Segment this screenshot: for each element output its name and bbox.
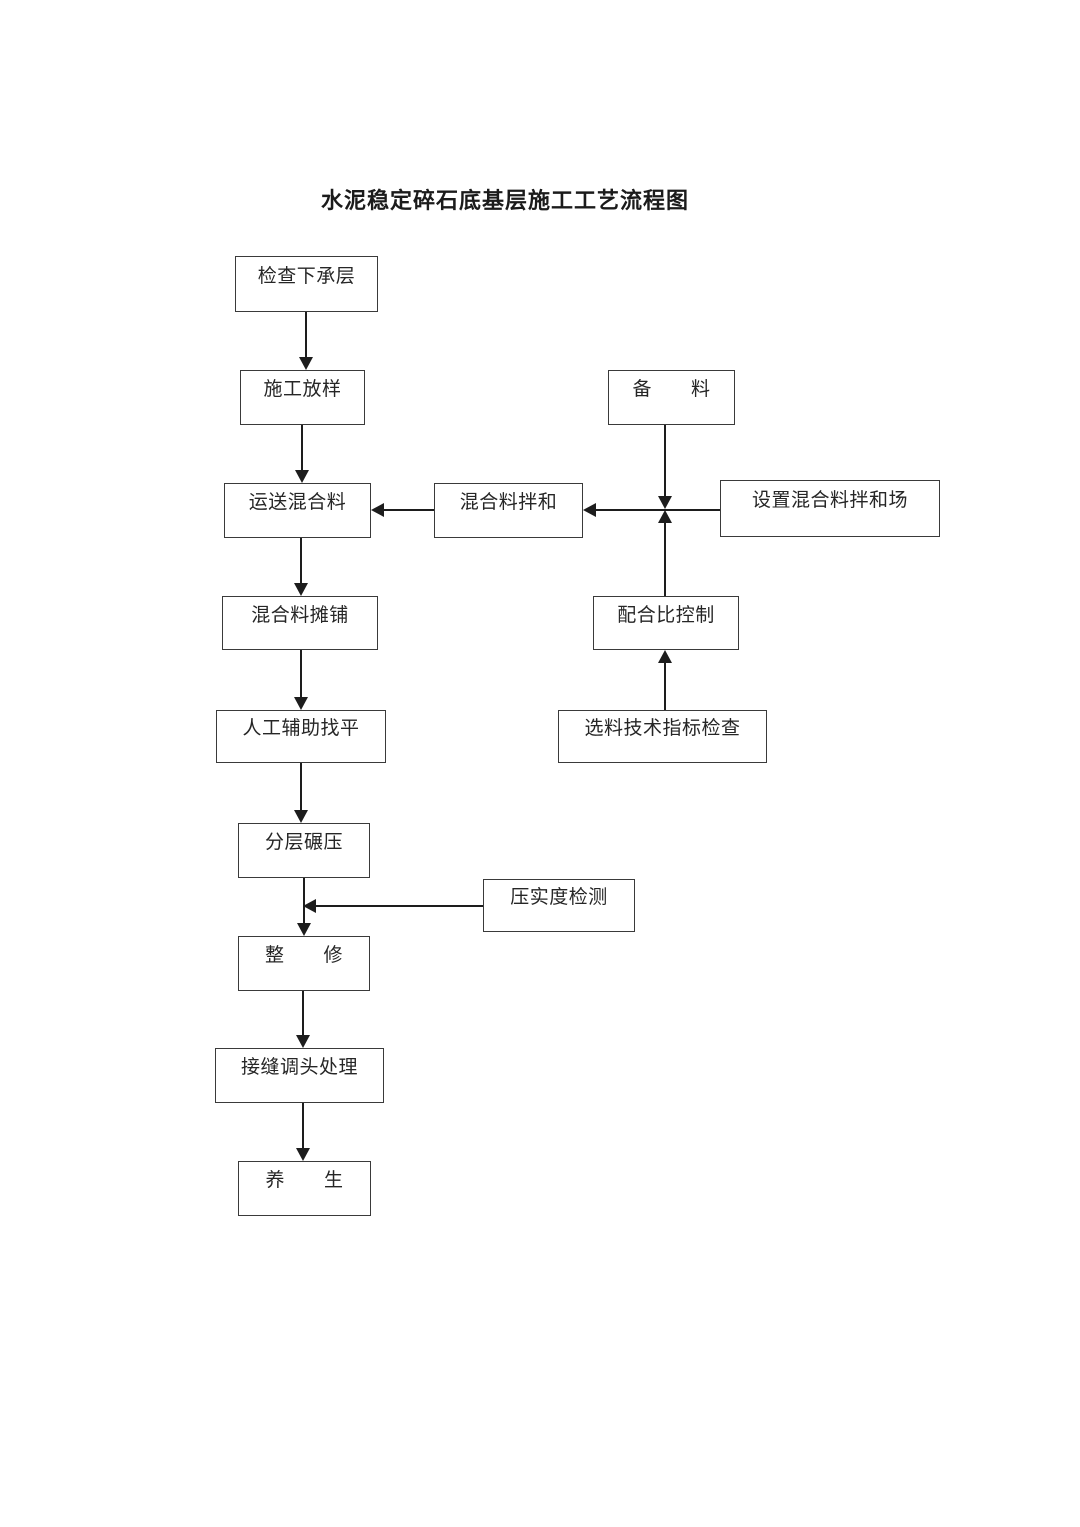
arrowhead-n4-n5 [294, 697, 308, 710]
node-mixture-paving[interactable]: 混合料摊铺 [222, 596, 378, 650]
node-label: 运送混合料 [248, 492, 347, 514]
page-title: 水泥稳定碎石底基层施工工艺流程图 [320, 188, 689, 213]
node-mix-ratio-control[interactable]: 配合比控制 [593, 596, 739, 650]
arrowhead-n15-main [303, 899, 316, 913]
connector-n2-n3 [301, 425, 303, 470]
connector-n14-n13 [664, 663, 666, 710]
node-trimming[interactable]: 整 修 [238, 936, 370, 991]
node-label: 接缝调头处理 [240, 1057, 358, 1079]
connector-n3-n4 [300, 538, 302, 583]
connector-n8-n9 [302, 1103, 304, 1148]
node-label: 施工放样 [263, 379, 342, 401]
node-transport-mixture[interactable]: 运送混合料 [224, 483, 371, 538]
arrowhead-n12-n11 [583, 503, 596, 517]
arrowhead-n3-n4 [294, 583, 308, 596]
node-mixture-mixing[interactable]: 混合料拌和 [434, 483, 583, 538]
arrowhead-n8-n9 [296, 1148, 310, 1161]
connector-n11-n3 [384, 509, 434, 511]
arrowhead-n5-n6 [294, 810, 308, 823]
node-label: 整 修 [264, 945, 343, 967]
node-label: 人工辅助找平 [242, 718, 360, 740]
arrowhead-n11-n3 [371, 503, 384, 517]
node-label: 备 料 [632, 379, 711, 401]
node-compaction-degree-test[interactable]: 压实度检测 [483, 879, 635, 932]
connector-n4-n5 [300, 650, 302, 697]
node-material-index-inspection[interactable]: 选料技术指标检查 [558, 710, 767, 763]
node-label: 分层碾压 [264, 832, 343, 854]
node-check-subgrade[interactable]: 检查下承层 [235, 256, 378, 312]
connector-n1-n2 [305, 312, 307, 358]
node-material-preparation[interactable]: 备 料 [608, 370, 735, 425]
arrowhead-n1-n2 [299, 357, 313, 370]
node-label: 检查下承层 [257, 265, 356, 287]
node-label: 配合比控制 [617, 604, 715, 626]
arrowhead-crossing-up [658, 510, 672, 523]
arrowhead-n7-n8 [296, 1035, 310, 1048]
node-joint-turnaround-treatment[interactable]: 接缝调头处理 [215, 1048, 384, 1103]
node-construction-setting-out[interactable]: 施工放样 [240, 370, 365, 425]
arrowhead-n14-n13 [658, 650, 672, 663]
node-label: 混合料摊铺 [251, 604, 349, 626]
node-manual-leveling[interactable]: 人工辅助找平 [216, 710, 386, 763]
arrowhead-crossing-down [658, 496, 672, 509]
node-layered-compaction[interactable]: 分层碾压 [238, 823, 370, 878]
node-label: 混合料拌和 [459, 492, 558, 514]
connector-n10-n13 [664, 425, 666, 502]
node-label: 压实度检测 [510, 887, 608, 909]
connector-n7-n8 [302, 991, 304, 1035]
node-setup-mixing-plant[interactable]: 设置混合料拌和场 [720, 480, 940, 537]
node-curing[interactable]: 养 生 [238, 1161, 371, 1216]
connector-n5-n6 [300, 763, 302, 810]
connector-crossing-to-n13 [664, 522, 666, 596]
connector-n15-main [316, 905, 483, 907]
node-label: 设置混合料拌和场 [751, 490, 908, 512]
node-label: 选料技术指标检查 [584, 718, 741, 740]
arrowhead-n2-n3 [295, 470, 309, 483]
node-label: 养 生 [265, 1170, 344, 1192]
arrowhead-n6-n7 [297, 923, 311, 936]
